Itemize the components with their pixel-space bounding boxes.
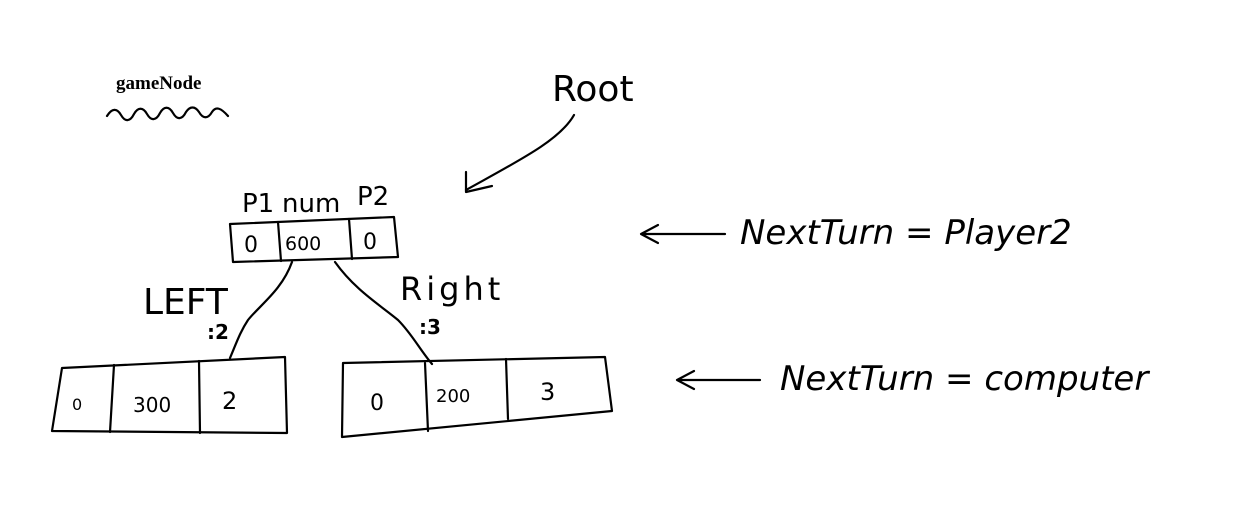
root-cell-num: 600	[285, 233, 321, 255]
left-child-divider-1	[108, 363, 116, 434]
root-divider-1	[276, 220, 283, 263]
header-num: num	[282, 189, 340, 219]
left-child-divider-2	[197, 359, 202, 435]
root-node-box	[228, 215, 400, 264]
children-turn-arrow	[675, 369, 762, 391]
root-cell-p1: 0	[244, 233, 258, 258]
left-edge-sub: :2	[207, 320, 229, 344]
root-turn-label: NextTurn = Player2	[740, 213, 1072, 253]
left-edge	[228, 260, 294, 360]
right-child-cell-1: 0	[370, 391, 384, 416]
root-turn-arrow	[639, 223, 727, 245]
header-p1: P1	[242, 189, 274, 219]
left-child-box	[50, 355, 289, 435]
children-turn-label: NextTurn = computer	[780, 359, 1150, 399]
left-child-cell-1: 0	[72, 395, 82, 414]
right-child-divider-1	[423, 361, 430, 433]
right-child-box	[340, 355, 614, 439]
root-divider-2	[347, 217, 354, 261]
root-arrow-head	[464, 170, 494, 194]
right-edge-sub: :3	[419, 315, 441, 339]
root-arrow-line	[464, 113, 576, 192]
right-child-cell-3: 3	[540, 378, 555, 406]
header-p2: P2	[357, 182, 389, 212]
root-cell-p2: 0	[363, 230, 377, 255]
title-squiggle-underline	[105, 106, 230, 122]
right-edge-label: Right	[400, 270, 504, 308]
right-edge	[333, 260, 434, 366]
root-label: Root	[552, 69, 634, 110]
left-edge-label: LEFT	[143, 282, 229, 323]
right-child-cell-2: 200	[436, 386, 470, 407]
right-child-divider-2	[504, 357, 510, 421]
diagram-title: gameNode	[116, 73, 201, 94]
left-child-cell-3: 2	[222, 387, 237, 415]
left-child-cell-2: 300	[133, 393, 171, 417]
